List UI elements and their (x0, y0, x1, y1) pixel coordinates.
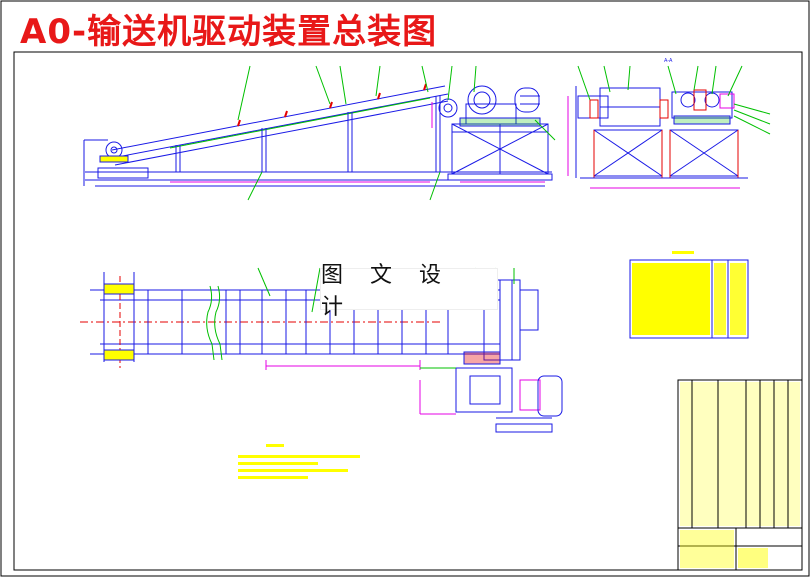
section-leader-lines (577, 65, 771, 135)
section-a-a-view (567, 86, 748, 189)
drawing-title: A0-输送机驱动装置总装图 (20, 12, 438, 52)
section-label: A-A (664, 58, 673, 64)
conveyor-elevation-view (83, 83, 553, 187)
drawing-frame (13, 51, 803, 571)
watermark: 图 文 设 计 (320, 263, 498, 320)
elevation-leader-lines (237, 65, 556, 201)
parameter-table (629, 251, 749, 339)
technical-notes (238, 444, 360, 479)
title-block (677, 379, 803, 571)
